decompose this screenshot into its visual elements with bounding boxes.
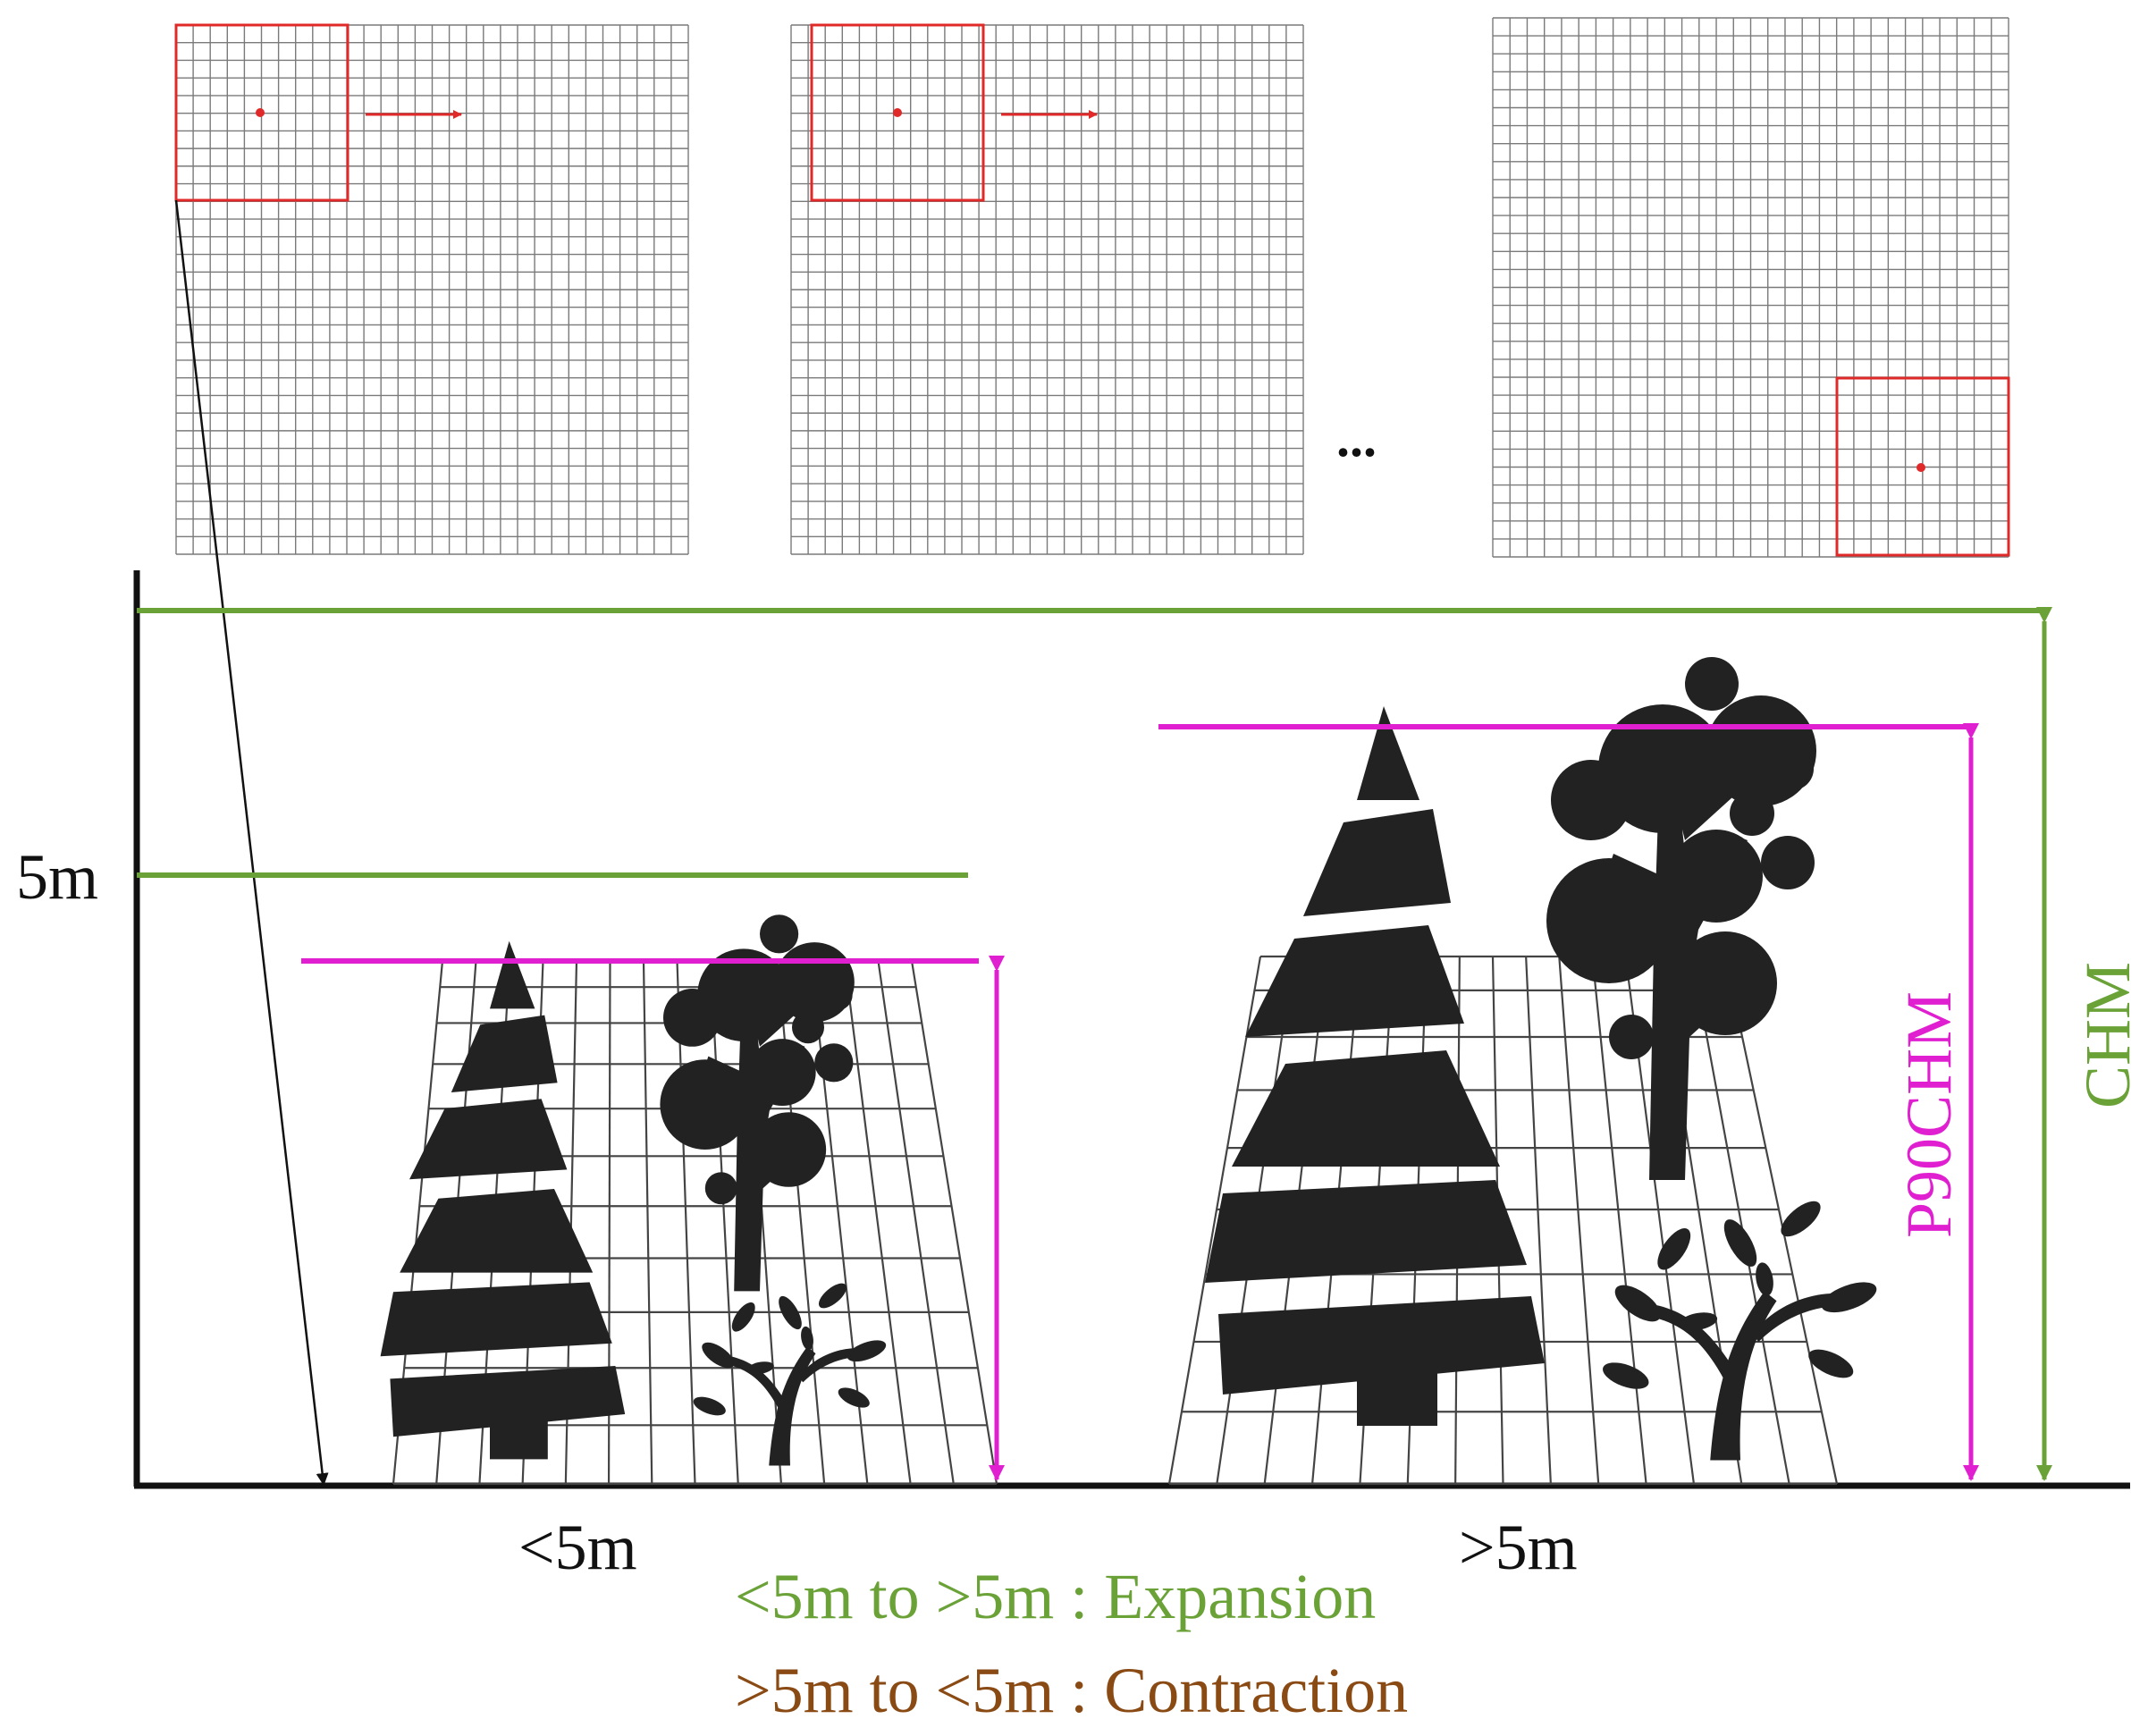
red-dot-icon [893,108,902,117]
deciduous-tree-icon [660,914,855,1292]
moving-window-1 [174,23,350,202]
red-dot-icon [1916,463,1925,472]
contraction-label: >5m to <5m : Contraction [735,1655,1408,1726]
conifer-tree-icon [380,940,626,1460]
ellipsis-label: ... [1336,409,1377,468]
zoom-pointer-line [174,199,329,1486]
shrub-icon [1599,1194,1881,1461]
conifer-tree-icon [1205,706,1545,1426]
p90chm-label: P90CHM [1893,991,1965,1238]
raster-grid-1 [175,24,689,555]
under-5m-label: <5m [518,1512,637,1583]
expansion-label: <5m to >5m : Expansion [735,1561,1376,1632]
chm-label: CHM [2072,962,2144,1108]
red-dot-icon [256,108,265,117]
over-5m-label: >5m [1459,1512,1578,1583]
raster-grid-3 [1492,17,2009,558]
deciduous-tree-icon [1546,657,1816,1180]
shrub-icon [690,1278,889,1466]
moving-window-3 [1835,376,2010,557]
five-m-label: 5m [16,841,98,913]
moving-window-2 [810,23,985,202]
raster-grid-2 [790,24,1304,555]
